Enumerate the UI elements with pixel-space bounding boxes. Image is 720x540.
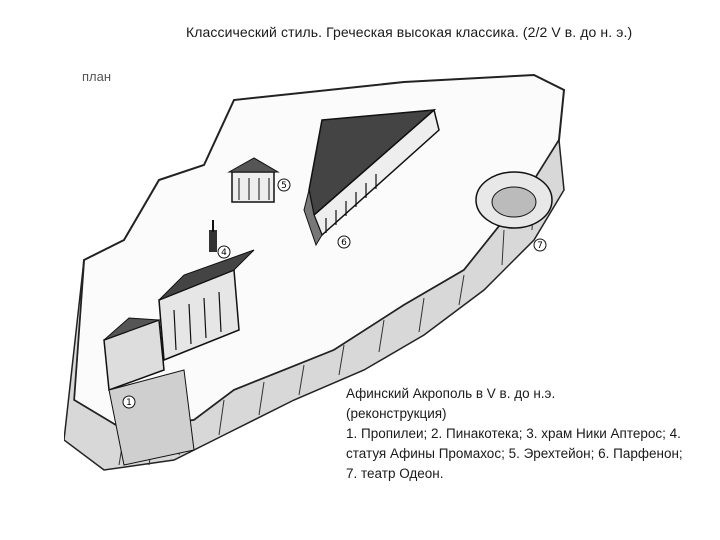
- caption-subheading: (реконструкция): [346, 406, 447, 421]
- site-markers: 5 4 6 7 1: [122, 178, 547, 409]
- marker-7: 7: [537, 241, 543, 251]
- erechtheion-drawing: [227, 157, 280, 203]
- parthenon-drawing: [303, 108, 440, 247]
- caption-box: Афинский Акрополь в V в. до н.э. (реконс…: [344, 380, 691, 484]
- cliff-shading: [64, 137, 565, 471]
- odeon-theatre-drawing: [475, 171, 553, 229]
- athena-statue-drawing: [209, 220, 217, 252]
- marker-1: 1: [126, 398, 132, 408]
- plan-label: план: [82, 69, 112, 84]
- caption-heading: Афинский Акрополь в V в. до н.э.: [346, 386, 556, 401]
- propylaea-drawing: [103, 249, 255, 466]
- slide-title: Классический стиль. Греческая высокая кл…: [186, 24, 633, 40]
- marker-6: 6: [341, 238, 347, 248]
- marker-4: 4: [221, 248, 227, 258]
- caption-legend: 1. Пропилеи; 2. Пинакотека; 3. храм Ники…: [346, 426, 683, 481]
- marker-5: 5: [281, 181, 287, 191]
- acropolis-reconstruction-drawing: 5 4 6 7 1: [64, 70, 568, 502]
